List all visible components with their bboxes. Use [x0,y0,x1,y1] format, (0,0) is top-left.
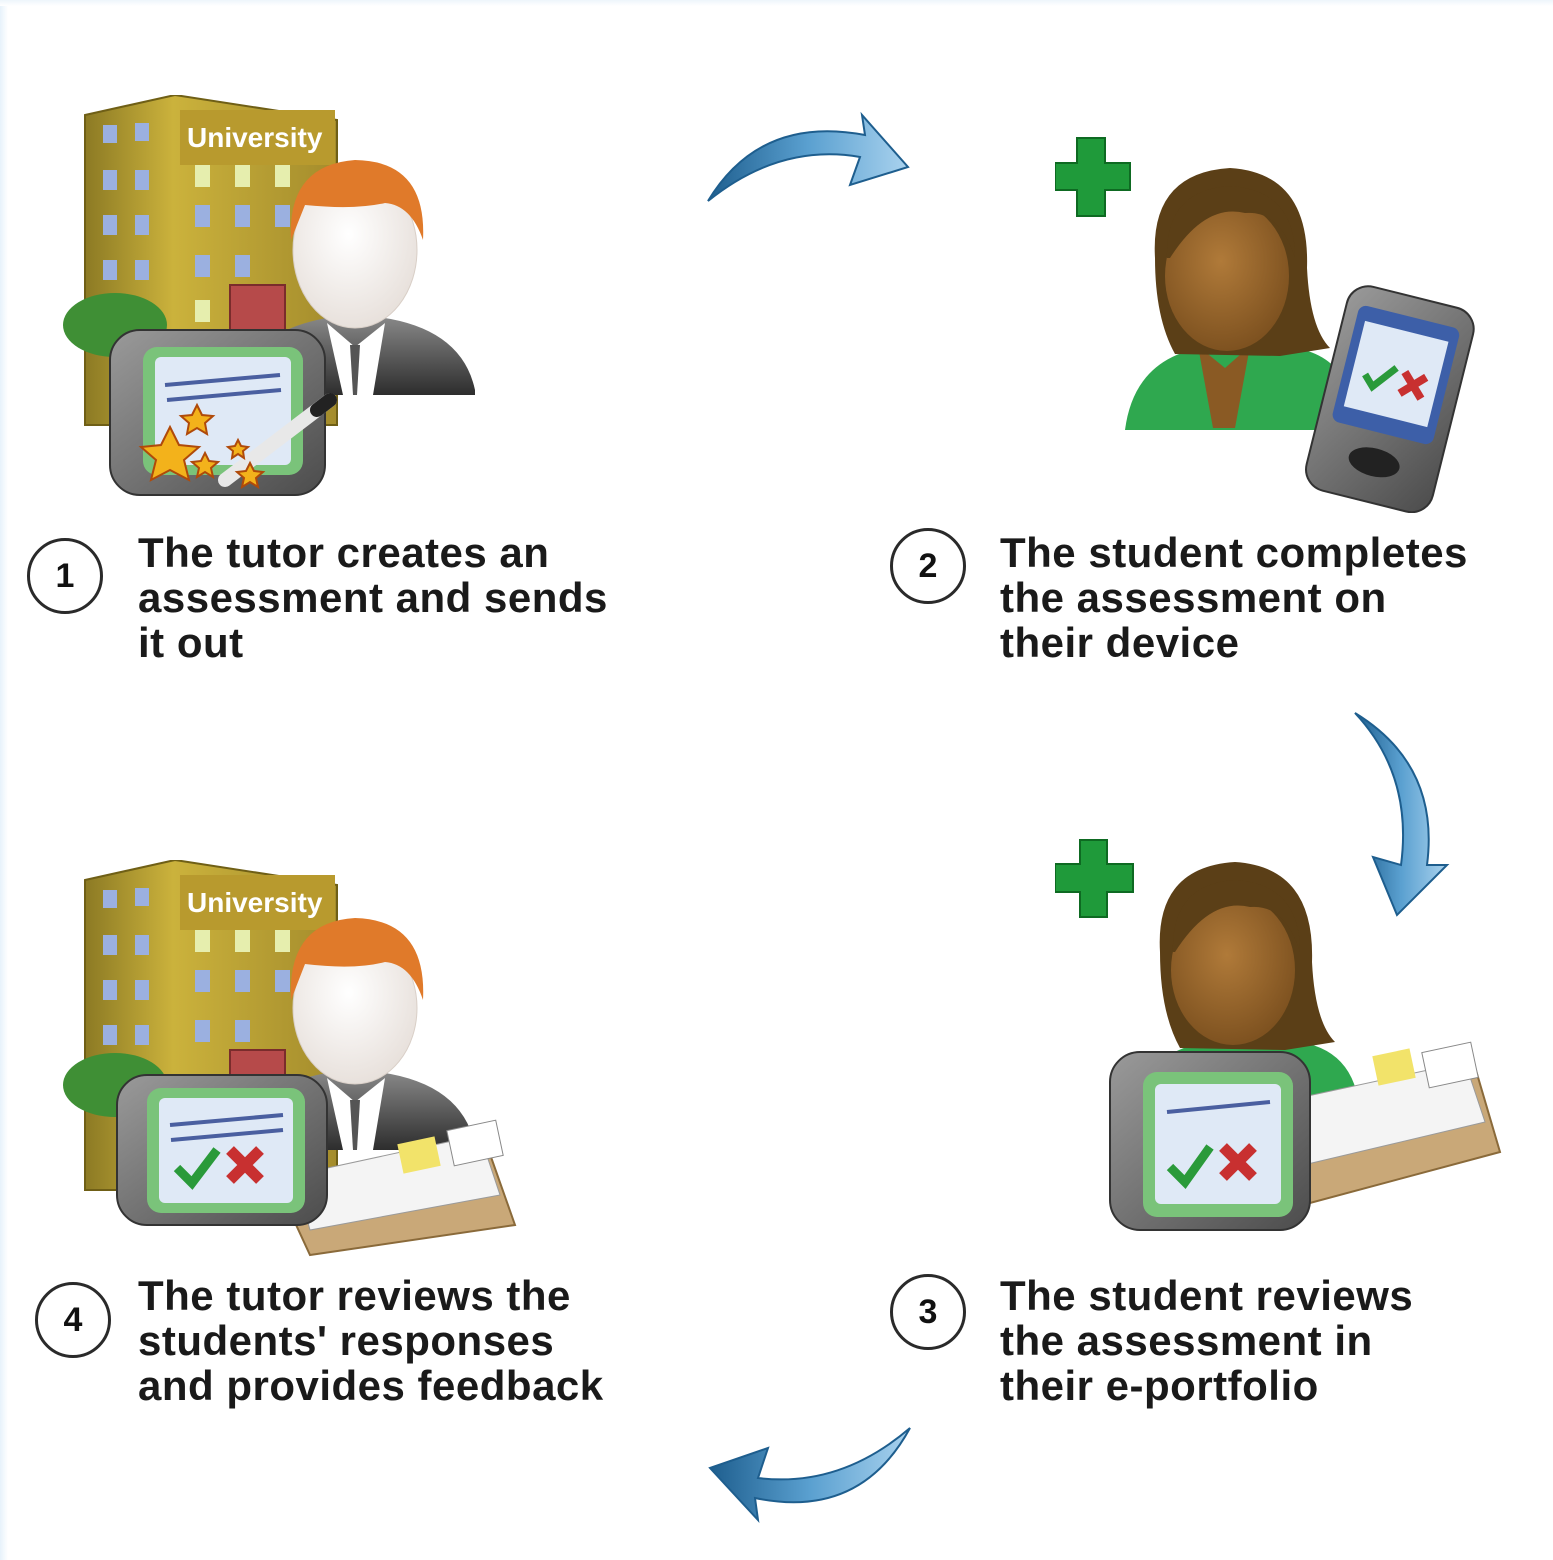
arrow-step3-to-step4 [708,1427,911,1524]
page-edge-left [0,0,8,1560]
student-eportfolio-illustration [1055,839,1502,1231]
step-4-line: and provides feedback [138,1362,604,1409]
stars-icon [138,402,266,490]
smartphone-icon [1305,285,1475,513]
step-2-line: their device [1000,619,1240,666]
step-1-line: it out [138,619,244,666]
step-4-line: The tutor reviews the [138,1272,571,1319]
step-2-line: the assessment on [1000,574,1387,621]
magic-wand-icon [218,393,337,487]
step-2-line: The student completes [1000,529,1468,576]
step-2-number: 2 [890,528,966,604]
step-3-line: the assessment in [1000,1317,1373,1364]
arrow-step2-to-step3 [1354,712,1450,917]
student-device-illustration [1055,137,1475,513]
student-avatar [1125,168,1355,430]
tutor-reviewing-illustration: University [63,860,517,1257]
student-folder-icon [278,1119,517,1257]
university-sign: University [187,122,323,153]
tablet-icon [1109,1051,1311,1231]
eportfolio-folder-icon [1268,1041,1502,1209]
step-1-line: assessment and sends [138,574,608,621]
step-3-line: The student reviews [1000,1272,1414,1319]
step-1-line: The tutor creates an [138,529,550,576]
page-edge-top [0,0,1553,6]
step-3-number: 3 [890,1274,966,1350]
step-2-description: The student completes the assessment on … [1000,530,1468,665]
step-1-number: 1 [27,538,103,614]
medical-cross-icon [1055,137,1131,217]
arrow-step1-to-step2 [707,111,910,202]
step-1-description: The tutor creates an assessment and send… [138,530,608,665]
university-sign: University [187,887,323,918]
tutor-creating-illustration: University [63,95,475,496]
step-4-description: The tutor reviews the students' response… [138,1273,604,1408]
tablet-icon [116,1074,328,1226]
step-4-line: students' responses [138,1317,555,1364]
step-4-number: 4 [35,1282,111,1358]
step-3-line: their e-portfolio [1000,1362,1319,1409]
step-3-description: The student reviews the assessment in th… [1000,1273,1413,1408]
medical-cross-icon [1055,839,1134,918]
tablet-icon [109,329,326,496]
